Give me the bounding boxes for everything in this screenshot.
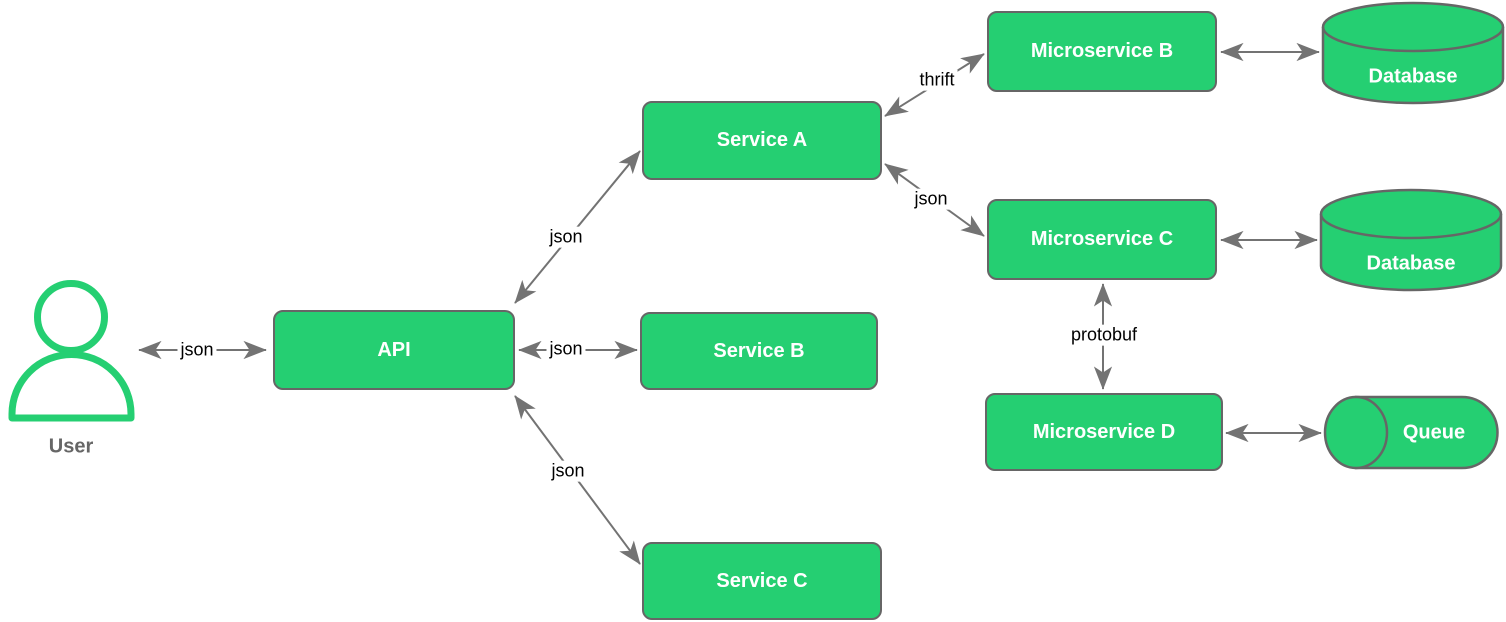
user-icon (8, 280, 135, 422)
database-c-cylinder (1319, 188, 1503, 292)
node-service-a-label: Service A (716, 129, 808, 151)
node-microservice-b: Microservice B (987, 11, 1217, 92)
node-api: API (273, 310, 515, 390)
node-service-a: Service A (642, 101, 882, 180)
edge-label-service-a-microservice-c: json (911, 188, 951, 210)
node-service-c: Service C (642, 542, 882, 620)
node-microservice-d: Microservice D (985, 393, 1223, 471)
node-microservice-d-label: Microservice D (1032, 420, 1176, 443)
node-microservice-b-label: Microservice B (1030, 40, 1174, 62)
user-label: User (48, 435, 94, 458)
database-b-cylinder (1321, 1, 1505, 105)
node-service-c-label: Service C (716, 569, 808, 592)
database-b-label: Database (1368, 65, 1458, 88)
database-c-label: Database (1366, 252, 1456, 275)
node-microservice-c: Microservice C (987, 199, 1217, 280)
edge-label-api-service-c: json (548, 460, 588, 482)
node-service-b-label: Service B (713, 339, 805, 362)
node-api-label: API (377, 338, 411, 361)
edge-label-api-service-b: json (546, 338, 586, 360)
queue-cylinder (1323, 395, 1499, 470)
edge-label-user-api: json (177, 339, 217, 361)
edge-label-service-a-microservice-b: thrift (916, 69, 958, 91)
edge-label-api-service-a: json (546, 226, 586, 248)
node-microservice-c-label: Microservice C (1030, 228, 1174, 250)
queue-label: Queue (1402, 421, 1466, 444)
node-service-b: Service B (640, 312, 878, 390)
edge-label-microservice-c-microservice-d: protobuf (1067, 324, 1141, 346)
